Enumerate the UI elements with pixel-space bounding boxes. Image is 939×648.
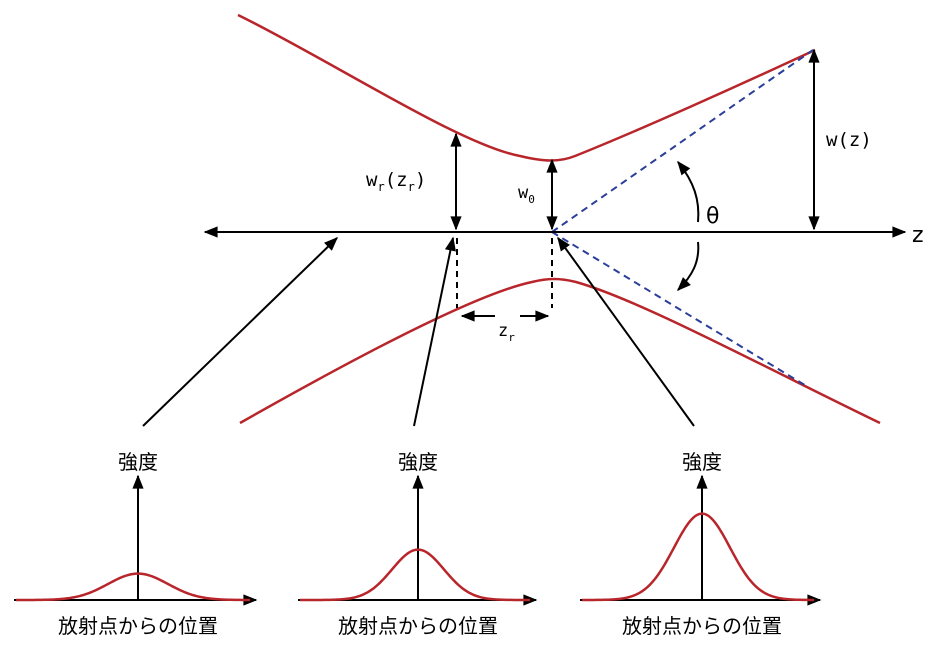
- intensity-curve: [582, 512, 815, 602]
- angle-label: θ: [706, 204, 719, 229]
- intensity-profile-waist: 強度 放射点からの位置: [580, 450, 822, 638]
- svg-text:w0: w0: [518, 183, 535, 206]
- axis-z-label: z: [912, 223, 924, 248]
- intensity-curve: [16, 572, 251, 602]
- width-at-zr-label: wr(zr): [366, 169, 426, 194]
- profile-y-label: 強度: [398, 450, 438, 474]
- svg-text:zr: zr: [498, 321, 515, 344]
- beam-envelope-lower: [239, 277, 881, 425]
- asymptote-lower: [551, 231, 809, 388]
- asymptote-upper: [551, 49, 814, 233]
- profile-x-label: 放射点からの位置: [622, 614, 782, 638]
- beam-envelope-upper: [237, 13, 816, 162]
- profile-y-label: 強度: [118, 450, 158, 474]
- pointer-arrow-far: [142, 237, 339, 427]
- svg-text:wr(zr): wr(zr): [366, 169, 426, 194]
- pointer-arrow-rayleigh: [413, 236, 456, 427]
- profile-x-label: 放射点からの位置: [338, 614, 498, 638]
- intensity-curve: [300, 548, 531, 602]
- angle-arc-lower: [677, 241, 700, 291]
- profile-x-label: 放射点からの位置: [58, 614, 218, 638]
- profile-y-label: 強度: [682, 450, 722, 474]
- width-at-z-label: w(z): [826, 129, 872, 151]
- angle-arc-upper: [677, 160, 700, 223]
- rayleigh-label: zr: [498, 321, 515, 344]
- pointer-arrow-waist: [557, 236, 695, 427]
- waist-label: w0: [518, 183, 535, 206]
- intensity-profile-far: 強度 放射点からの位置: [14, 450, 258, 638]
- intensity-profile-rayleigh: 強度 放射点からの位置: [298, 450, 538, 638]
